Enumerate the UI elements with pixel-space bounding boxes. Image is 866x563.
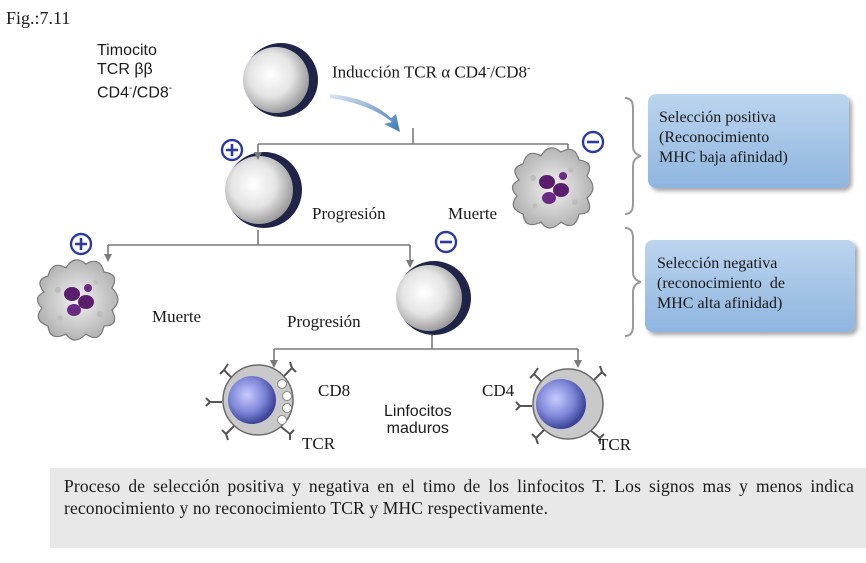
- thymocyte-cell-middle: [225, 152, 302, 228]
- mature-lymphocytes-label: Linfocitos maduros: [384, 403, 452, 437]
- positive-selection-line3: MHC baja afinidad): [659, 149, 788, 166]
- dead-cell-right: [511, 147, 594, 229]
- branch-lines-2: [104, 230, 414, 268]
- branch-lines-1: [254, 128, 572, 160]
- branch-lines-3: [270, 335, 582, 368]
- curved-arrow: [330, 94, 400, 132]
- negative-selection-line2: (reconocimiento de: [657, 275, 785, 292]
- brace-negative: [624, 227, 642, 337]
- minus-sign-icon: [434, 230, 458, 254]
- cd4-label: CD4: [482, 381, 515, 400]
- lymphocyte-cd8: [205, 361, 297, 441]
- cd8-label: CD8: [318, 381, 351, 400]
- tcr-label-right: TCR: [598, 435, 632, 454]
- positive-selection-line2: (Reconocimiento: [659, 129, 770, 146]
- thymocyte-label-line1: Timocito: [97, 42, 157, 59]
- figure-caption: Proceso de selección positiva y negativa…: [64, 476, 854, 518]
- lymphocyte-cd4: [515, 365, 607, 445]
- progression-label-2: Progresión: [287, 312, 361, 331]
- plus-sign-icon: [220, 138, 244, 162]
- positive-selection-box: Selección positiva (Reconocimiento MHC b…: [648, 94, 849, 188]
- dead-cell-left: [36, 259, 119, 341]
- negative-selection-line3: MHC alta afinidad): [657, 295, 783, 312]
- minus-sign-icon: [581, 130, 605, 154]
- negative-selection-box: Selección negativa (reconocimiento de MH…: [645, 240, 855, 332]
- mature-lymphocytes-line2: maduros: [386, 420, 449, 437]
- thymocyte-cell-top: [243, 43, 318, 117]
- thymocyte-label-line3: CD4-/CD8-: [97, 83, 173, 102]
- death-label-1: Muerte: [448, 204, 498, 223]
- figure-label: Fig.:7.11: [6, 8, 71, 28]
- positive-selection-line1: Selección positiva: [659, 109, 776, 126]
- thymocyte-label: Timocito TCR ββ CD4-/CD8-: [97, 41, 172, 102]
- induction-label: Inducción TCR α CD4-/CD8-: [332, 62, 531, 82]
- brace-positive: [624, 97, 642, 215]
- plus-sign-icon: [69, 232, 93, 256]
- thymocyte-cell-lower: [396, 261, 471, 335]
- negative-selection-line1: Selección negativa: [657, 255, 778, 272]
- mature-lymphocytes-line1: Linfocitos: [384, 403, 452, 420]
- thymocyte-label-line2: TCR ββ: [97, 61, 153, 78]
- death-label-2: Muerte: [152, 307, 202, 326]
- tcr-label-left: TCR: [302, 434, 336, 453]
- figure-caption-box: Proceso de selección positiva y negativa…: [50, 468, 866, 548]
- progression-label-1: Progresión: [312, 204, 386, 223]
